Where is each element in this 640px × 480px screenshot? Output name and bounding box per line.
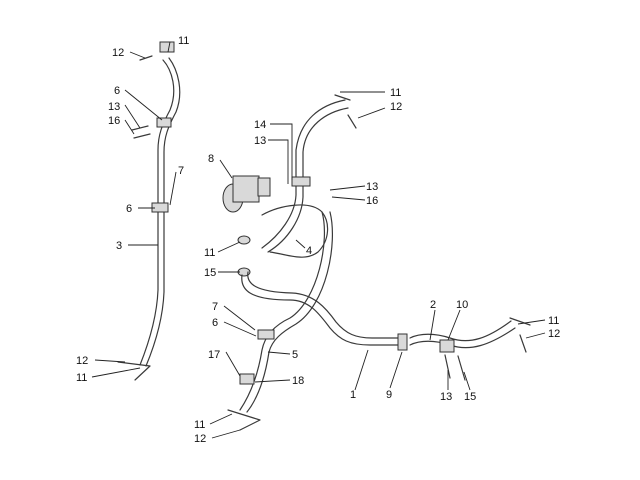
- label-4: 4: [306, 245, 312, 257]
- clamp-top-left: [159, 41, 175, 53]
- label-13-center-right: 13: [366, 181, 378, 193]
- label-11-top-left: 11: [178, 35, 189, 47]
- leader-lines: [91, 41, 546, 439]
- label-7-left: 7: [178, 165, 184, 177]
- label-8: 8: [208, 153, 214, 165]
- label-6-mid-left: 6: [126, 203, 132, 215]
- label-12-top-left: 12: [112, 47, 124, 59]
- connector-9: [397, 333, 408, 351]
- clamp-17-18: [239, 373, 255, 385]
- label-13-top-left: 13: [108, 101, 120, 113]
- pipe-upper-center-outline: [267, 107, 349, 253]
- label-12-bottom: 12: [194, 433, 206, 445]
- label-13-bottom-right: 13: [440, 391, 452, 403]
- label-11-center: 11: [204, 247, 215, 259]
- clamp-10: [439, 339, 455, 353]
- clamp-6-left: [156, 117, 172, 128]
- pipe-5-outline: [246, 211, 333, 413]
- bracket-right: [509, 317, 531, 353]
- label-16-center-right: 16: [366, 195, 378, 207]
- bolt-13-15-br: [444, 354, 466, 381]
- label-5: 5: [292, 349, 298, 361]
- callout-labels: 12 11 6 13 16 7 6 3 12 11 14 13 8 11 12 …: [76, 35, 560, 445]
- pipe-3: [139, 59, 175, 366]
- pipe-4: [261, 204, 329, 258]
- label-1: 1: [350, 389, 356, 401]
- bracket-bottom-left: [117, 361, 151, 381]
- label-6-top-left: 6: [114, 85, 120, 97]
- label-6-bottom: 6: [212, 317, 218, 329]
- label-15-bottom-right: 15: [464, 391, 476, 403]
- label-12-right: 12: [548, 328, 560, 340]
- label-17: 17: [208, 349, 220, 361]
- label-7-bottom: 7: [212, 301, 218, 313]
- nut-11-c: [237, 235, 251, 245]
- clamp-6-mid: [151, 202, 169, 213]
- label-13-center: 13: [254, 135, 266, 147]
- label-11-right: 11: [548, 315, 559, 327]
- pipe-3-outline: [145, 57, 181, 367]
- label-15-center: 15: [204, 267, 216, 279]
- pipe-1-outline: [247, 271, 401, 339]
- label-10: 10: [456, 299, 468, 311]
- pipe-2-outline: [409, 320, 512, 342]
- clamp-upper-center: [291, 176, 311, 187]
- label-12-bottom-left: 12: [76, 355, 88, 367]
- pipe-1: [241, 274, 401, 346]
- label-3: 3: [116, 240, 122, 252]
- bracket-bottom: [227, 409, 261, 431]
- label-12-top-right: 12: [390, 101, 402, 113]
- label-9: 9: [386, 389, 392, 401]
- bolt-12-top: [139, 55, 153, 61]
- fitting-8-nozzle: [257, 177, 271, 197]
- clamp-6-b: [257, 329, 275, 340]
- pipe-upper-center: [261, 99, 346, 249]
- pipe-2: [409, 327, 516, 349]
- label-11-top-right: 11: [390, 87, 401, 99]
- label-2: 2: [430, 299, 436, 311]
- bolt-11-12-tr: [334, 94, 357, 129]
- label-16-top-left: 16: [108, 115, 120, 127]
- label-11-bottom: 11: [194, 419, 205, 431]
- fitting-8-body: [232, 175, 260, 203]
- label-14: 14: [254, 119, 266, 131]
- bolt-13-16-left: [131, 125, 151, 139]
- label-18: 18: [292, 375, 304, 387]
- label-11-bottom-left: 11: [76, 372, 87, 384]
